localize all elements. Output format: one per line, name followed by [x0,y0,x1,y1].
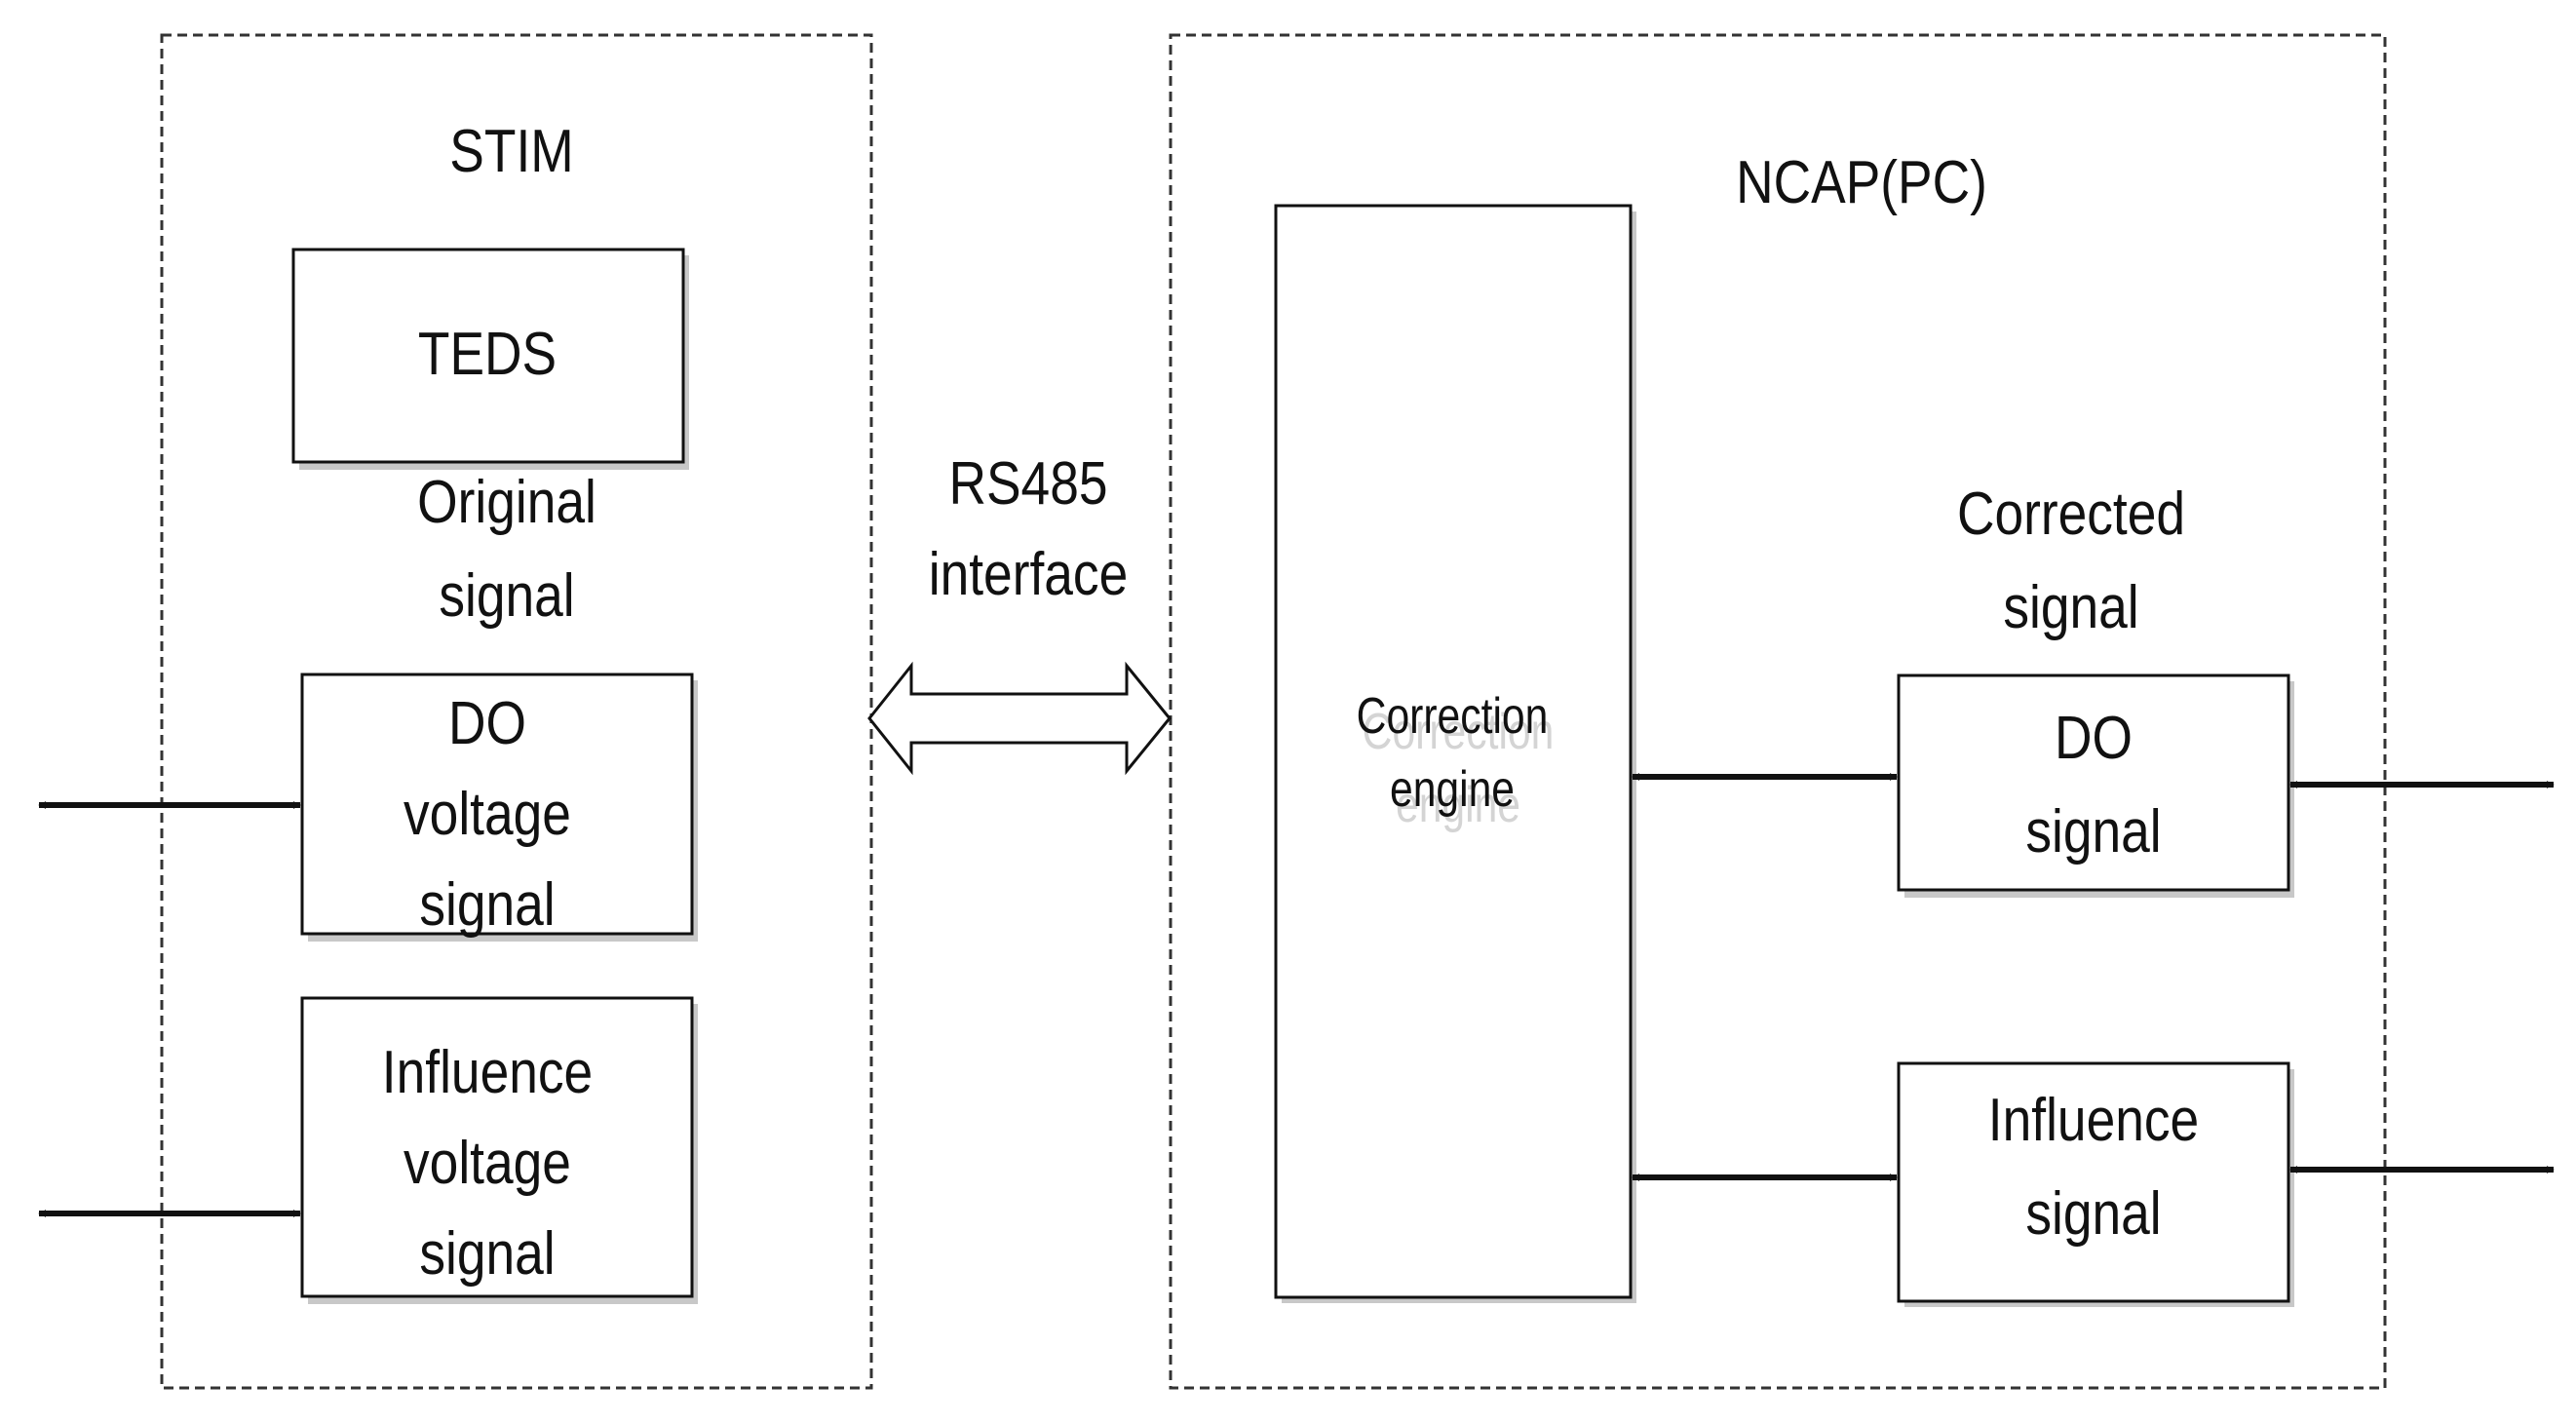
correction-engine-box [1274,204,1633,1299]
influence-signal-label: Influence signal [1987,1087,2200,1249]
correction-engine-label: Correction engine [1356,688,1549,819]
rs485-block-arrow [867,661,1172,776]
influence-signal-box [1897,1061,2290,1303]
stim-container [160,33,873,1390]
do-voltage-signal-box [300,673,694,936]
do-signal-box [1897,674,2290,892]
correction-engine-ghost-text: Correction engine [1362,704,1555,834]
stim-title: STIM [449,118,574,185]
rs485-interface-label: RS485 interface [928,450,1129,608]
original-signal-label: Original signal [417,469,596,631]
influence-voltage-signal-label: Influence voltage signal [381,1039,594,1288]
influence-voltage-signal-box [300,996,694,1298]
teds-box [291,248,685,464]
do-signal-label: DO signal [2025,705,2162,866]
do-voltage-signal-label: DO voltage signal [404,690,571,939]
ncap-container [1169,33,2387,1390]
teds-label: TEDS [417,321,557,388]
ncap-title: NCAP(PC) [1736,149,1987,216]
corrected-signal-label: Corrected signal [1956,481,2186,642]
